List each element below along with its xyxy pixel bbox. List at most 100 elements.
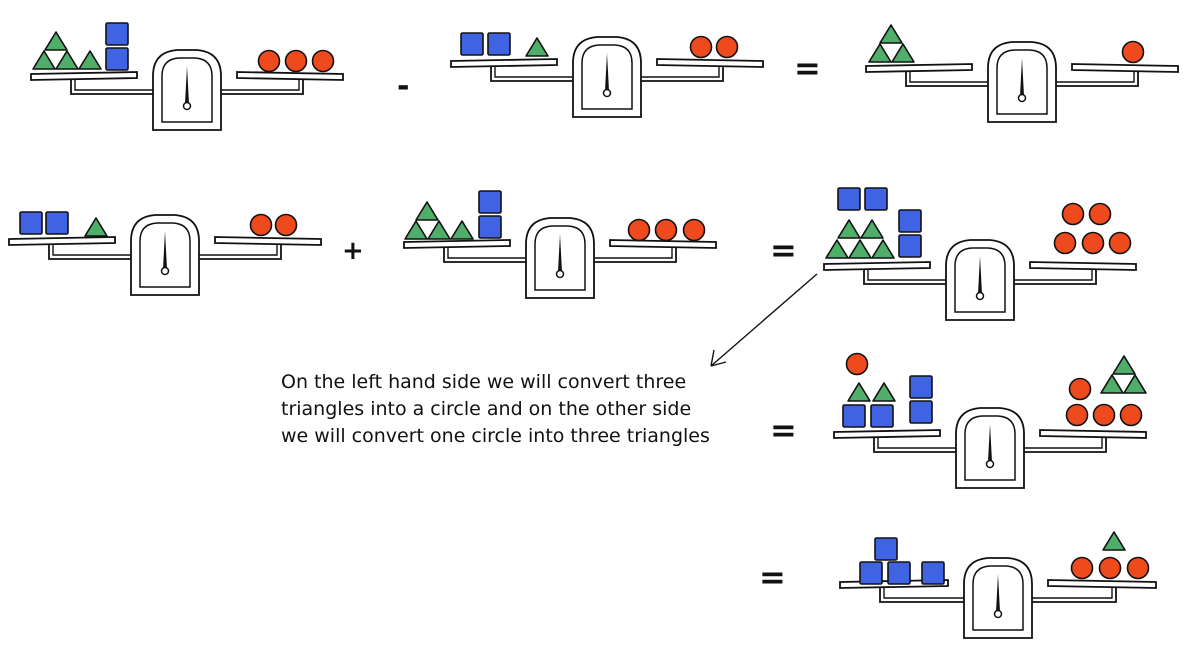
circle-block bbox=[284, 49, 308, 73]
circle-block bbox=[311, 49, 335, 73]
right-support bbox=[1014, 270, 1097, 285]
square-block bbox=[898, 234, 922, 258]
square-block bbox=[478, 215, 502, 239]
square-block bbox=[105, 22, 129, 46]
equals-operator-row1: = bbox=[794, 49, 821, 87]
right-support bbox=[1032, 588, 1117, 603]
square-block bbox=[837, 187, 861, 211]
left-pan bbox=[450, 58, 558, 68]
circle-block bbox=[627, 218, 651, 242]
left-support-inner bbox=[74, 80, 153, 91]
scale-needle bbox=[185, 66, 189, 104]
arrow-shaft bbox=[710, 273, 818, 367]
circle-block bbox=[1070, 556, 1094, 580]
circle-block bbox=[1098, 556, 1122, 580]
triangle-block bbox=[872, 382, 896, 402]
triangle-block bbox=[1123, 374, 1147, 394]
note-line-1: On the left hand side we will convert th… bbox=[281, 371, 687, 393]
right-support-inner bbox=[1014, 270, 1093, 281]
scale-pivot bbox=[182, 101, 192, 111]
triangle-block bbox=[450, 220, 474, 240]
right-pan bbox=[609, 239, 717, 249]
square-block bbox=[898, 209, 922, 233]
square-block bbox=[870, 404, 894, 428]
right-support bbox=[1024, 438, 1107, 453]
triangle-block bbox=[44, 31, 68, 51]
left-support bbox=[873, 438, 956, 453]
left-support-inner bbox=[909, 72, 988, 83]
scale-row1-b bbox=[450, 32, 764, 118]
right-support-inner bbox=[641, 67, 720, 78]
left-pan bbox=[833, 429, 941, 439]
scale-row3-converted bbox=[833, 352, 1147, 489]
right-support-inner bbox=[199, 245, 278, 256]
circle-block bbox=[249, 213, 273, 237]
right-pan bbox=[656, 58, 764, 68]
square-block bbox=[842, 404, 866, 428]
scale-needle bbox=[988, 424, 992, 462]
left-support-inner bbox=[52, 245, 131, 256]
conversion-note: On the left hand side we will convert th… bbox=[281, 369, 761, 450]
circle-block bbox=[1081, 231, 1105, 255]
triangle-block bbox=[1102, 531, 1126, 551]
triangle-block bbox=[32, 50, 56, 70]
equals-operator-row4: = bbox=[759, 558, 786, 596]
square-block bbox=[909, 375, 933, 399]
scale-row2-b bbox=[403, 190, 717, 299]
scale-needle bbox=[558, 234, 562, 272]
left-support bbox=[863, 270, 946, 285]
square-block bbox=[874, 537, 898, 561]
right-pan bbox=[1047, 579, 1157, 589]
minus-operator: - bbox=[397, 69, 410, 104]
right-pan bbox=[1029, 261, 1137, 271]
triangle-block bbox=[427, 220, 451, 240]
circle-block bbox=[682, 218, 706, 242]
right-support-inner bbox=[1024, 438, 1103, 449]
triangle-block bbox=[848, 239, 872, 259]
scale-needle bbox=[163, 231, 167, 269]
circle-block bbox=[274, 213, 298, 237]
arrow-head bbox=[710, 349, 727, 367]
scale-row1-result bbox=[865, 24, 1179, 123]
square-block bbox=[487, 32, 511, 56]
square-block bbox=[864, 187, 888, 211]
left-support-inner bbox=[494, 67, 573, 78]
triangle-block bbox=[891, 43, 915, 63]
note-line-3: we will convert one circle into three tr… bbox=[281, 425, 710, 447]
right-support bbox=[199, 245, 282, 260]
scale-pivot bbox=[993, 609, 1003, 619]
scale-needle bbox=[1020, 58, 1024, 96]
right-pan bbox=[1039, 429, 1147, 439]
right-support-inner bbox=[1032, 588, 1113, 599]
right-support-inner bbox=[1056, 72, 1135, 83]
left-pan bbox=[8, 236, 116, 246]
triangle-block bbox=[837, 219, 861, 239]
triangle-block bbox=[879, 24, 903, 44]
square-block bbox=[887, 561, 911, 585]
square-block bbox=[909, 400, 933, 424]
square-block bbox=[478, 190, 502, 214]
note-line-2: triangles into a circle and on the other… bbox=[281, 398, 692, 420]
left-pan bbox=[403, 239, 511, 249]
right-support bbox=[641, 67, 724, 82]
square-block bbox=[105, 47, 129, 71]
triangle-block bbox=[860, 219, 884, 239]
equals-operator-row2: = bbox=[770, 231, 797, 269]
circle-block bbox=[257, 49, 281, 73]
triangle-block bbox=[1100, 374, 1124, 394]
square-block bbox=[45, 211, 69, 235]
left-pan bbox=[823, 261, 931, 271]
plus-operator: + bbox=[342, 236, 364, 266]
right-pan bbox=[1071, 63, 1179, 73]
triangle-block bbox=[84, 217, 108, 237]
right-pan bbox=[236, 71, 344, 81]
right-support-inner bbox=[221, 80, 300, 91]
circle-block bbox=[1121, 40, 1145, 64]
circle-block bbox=[1092, 403, 1116, 427]
left-support bbox=[490, 67, 573, 82]
square-block bbox=[460, 32, 484, 56]
right-support bbox=[594, 248, 677, 263]
left-support-inner bbox=[883, 588, 964, 599]
triangle-block bbox=[525, 37, 549, 57]
